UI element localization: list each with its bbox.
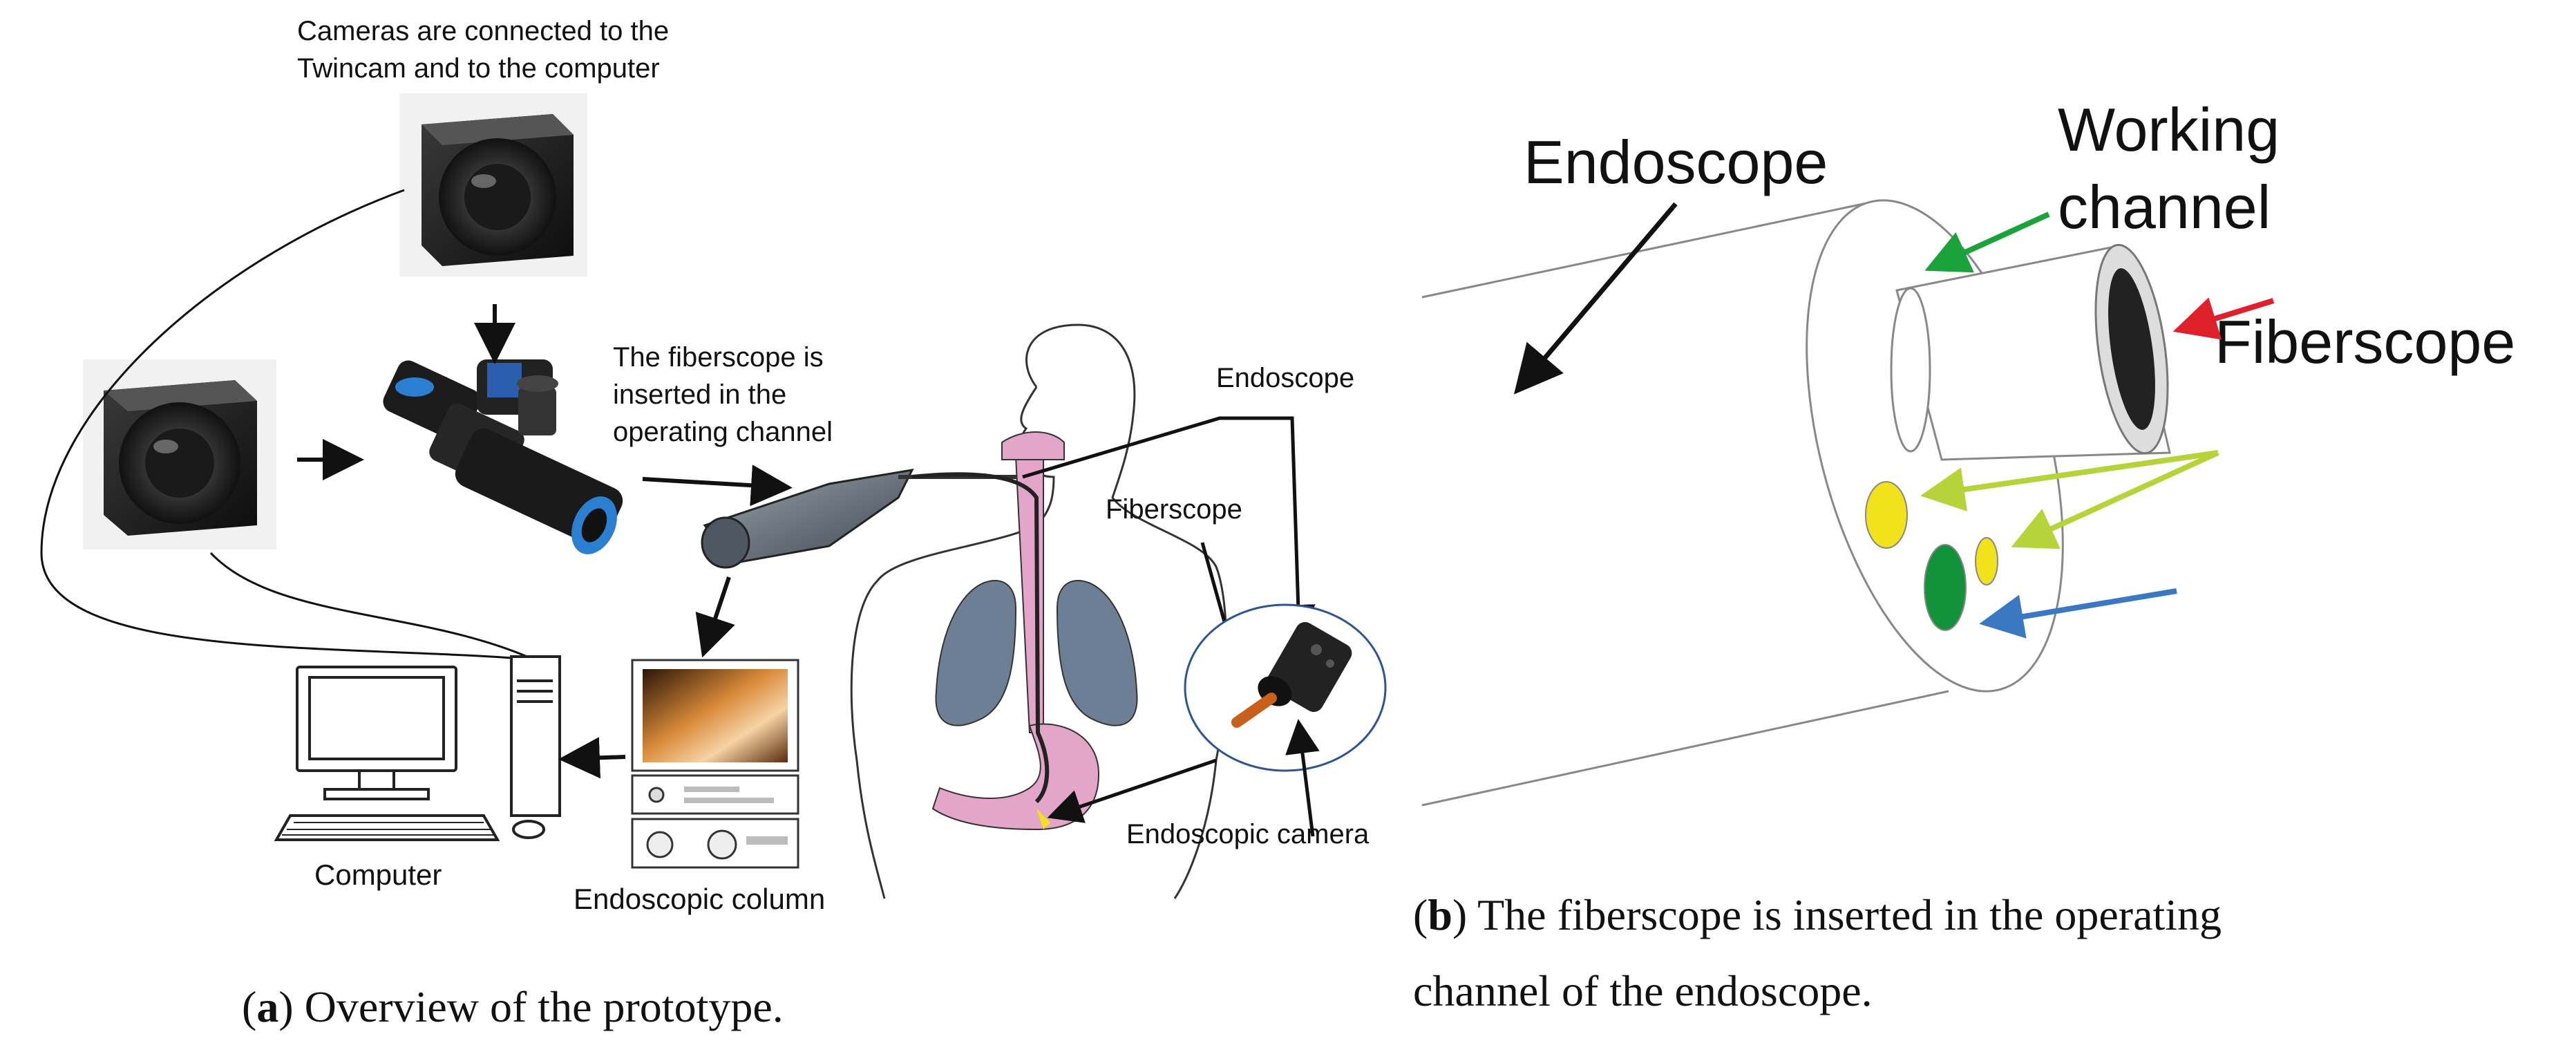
lung-right [1056,579,1138,726]
fiberscope-probe [701,469,1043,569]
port-green [1924,544,1967,631]
stomach [931,723,1100,831]
camera-left [83,359,276,549]
panel-b: Endoscope Working channel Fiberscope (b)… [1413,95,2515,1015]
cable-camera-left [209,552,543,665]
computer [274,655,561,841]
fiberscope-label-b: Fiberscope [2215,308,2515,376]
working-channel-label-line2: channel [2058,173,2271,241]
port-yellow-large [1865,481,1908,549]
arrow-endoscopic-camera [1285,719,1320,837]
zoom-circle [1184,603,1387,772]
fiberscope-inserted-line1: The fiberscope is [613,342,824,373]
panel-a: Cameras are connected to the Twincam and… [40,16,1387,1031]
endoscopic-column-label: Endoscopic column [574,883,825,915]
arrow-circle-to-stomach [1047,758,1217,823]
cable-camera-top [40,189,540,661]
camera-top [399,93,587,276]
port-yellow-small [1975,537,1998,585]
arrow-green-port [1979,588,2177,639]
working-channel-label-line1: Working [2058,95,2280,164]
fiberscope-inserted-line3: operating channel [613,417,833,447]
fiberscope-inserted-line2: inserted in the [613,379,786,410]
arrow-yellow-port-small [2011,450,2219,549]
endoscopic-camera-label: Endoscopic camera [1126,819,1370,849]
arrow-endoscope [1022,416,1316,639]
caption-b-line2: channel of the endoscope. [1413,966,1873,1015]
arrow-endoscope-b [1513,202,1678,395]
arrow-column-to-computer [558,737,626,779]
fiberscope-label-a: Fiberscope [1106,494,1242,525]
arrow-working-channel [1924,212,2050,273]
caption-b-line1: (b) The fiberscope is inserted in the op… [1413,890,2222,939]
endoscope-label-a: Endoscope [1216,363,1354,393]
caption-a: (a) Overview of the prototype. [242,982,784,1031]
twincam [383,359,623,554]
arrow-fiberscope-inserted [642,464,793,507]
arrow-fiberscope-b [2172,297,2275,340]
cameras-label-line2: Twincam and to the computer [297,53,660,84]
endoscope-label-b: Endoscope [1524,128,1828,196]
fiberscope-tip [2094,243,2169,455]
endoscopic-column [631,659,799,869]
arrow-yellow-port-large [1920,450,2219,511]
arrow-probe-to-column [695,576,735,658]
lung-left [935,579,1017,726]
cameras-label-line1: Cameras are connected to the [297,16,669,46]
computer-label: Computer [314,858,442,891]
